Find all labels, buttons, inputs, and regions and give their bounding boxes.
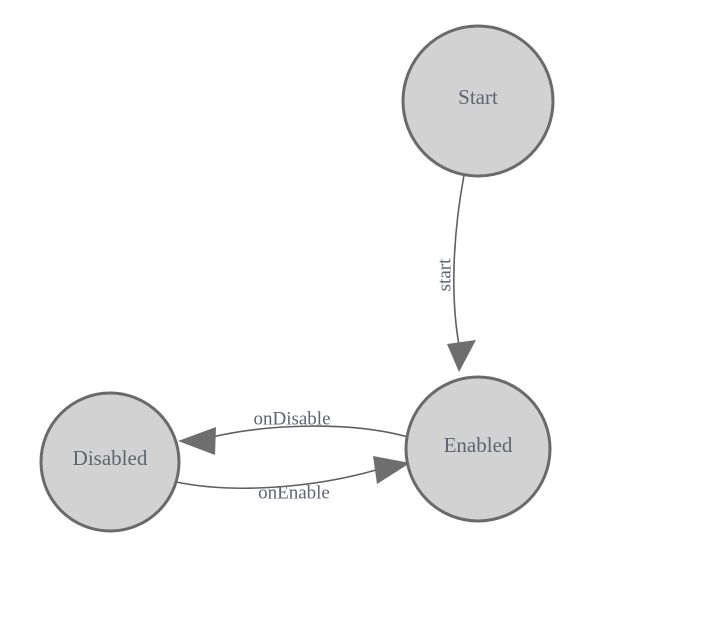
edge-label-onenable: onEnable — [258, 482, 330, 503]
arrowhead-right-icon — [373, 456, 410, 484]
node-enabled-label: Enabled — [444, 433, 513, 457]
arrowhead-down-icon — [447, 340, 476, 372]
node-start[interactable]: Start — [401, 24, 555, 178]
node-start-label: Start — [458, 85, 498, 109]
node-disabled[interactable]: Disabled — [39, 391, 181, 533]
edge-enabled-to-disabled[interactable]: onDisable — [178, 408, 409, 455]
edge-label-ondisable: onDisable — [253, 408, 330, 429]
edge-start-to-enabled-path — [453, 174, 465, 346]
node-disabled-circle[interactable] — [39, 391, 181, 533]
node-enabled[interactable]: Enabled — [404, 375, 552, 523]
edge-disabled-to-enabled[interactable]: onEnable — [175, 456, 410, 503]
edge-label-start: start — [434, 258, 455, 291]
node-enabled-circle[interactable] — [404, 375, 552, 523]
edge-enabled-to-disabled-path — [211, 425, 409, 438]
edge-disabled-to-enabled-path — [175, 469, 377, 490]
arrowhead-left-icon — [178, 427, 216, 455]
node-disabled-label: Disabled — [73, 446, 148, 470]
node-start-circle[interactable] — [401, 24, 555, 178]
edge-start-to-enabled[interactable]: start — [434, 174, 476, 372]
